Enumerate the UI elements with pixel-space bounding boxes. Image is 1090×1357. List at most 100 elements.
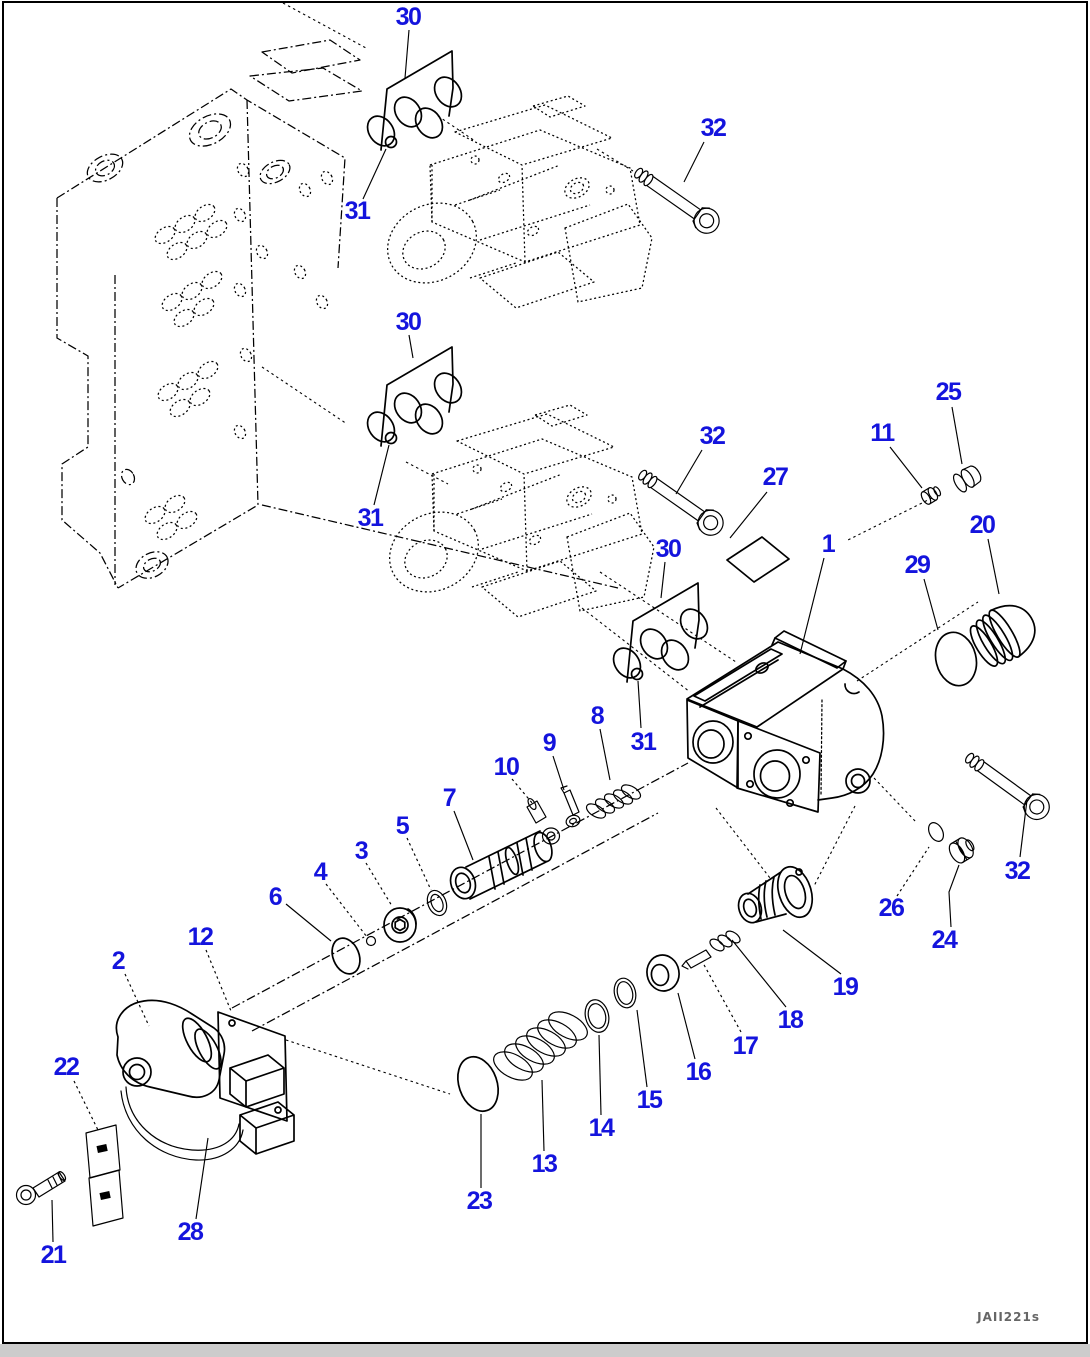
o-ring-29 — [934, 631, 978, 687]
leader-line-2-23 — [124, 973, 150, 1027]
manifold-port-cluster — [144, 162, 334, 541]
leader-line-26-35 — [896, 846, 930, 897]
callout-27-6: 27 — [763, 463, 788, 491]
leader-line-28-26 — [195, 1137, 209, 1220]
fitting-11 — [920, 486, 942, 505]
shim-plates-22 — [85, 1124, 124, 1227]
leader-line-29-10 — [923, 578, 939, 631]
leader-line-31-13 — [637, 680, 642, 729]
callout-5-18: 5 — [396, 812, 410, 840]
leader-line-30-3 — [408, 334, 414, 359]
o-ring-26 — [927, 822, 945, 842]
plug-20 — [969, 604, 1036, 667]
plug-24 — [948, 837, 975, 864]
o-ring-6 — [331, 937, 361, 975]
callout-13-28: 13 — [532, 1150, 557, 1178]
callout-21-25: 21 — [41, 1241, 67, 1269]
callout-4-20: 4 — [314, 858, 328, 886]
leader-line-13-28 — [541, 1079, 545, 1152]
callout-25-8: 25 — [936, 378, 962, 406]
leader-line-6-21 — [285, 903, 332, 942]
callout-9-15: 9 — [543, 729, 556, 757]
callout-24-36: 24 — [932, 926, 958, 954]
leader-line-32-5 — [675, 449, 703, 495]
callout-17-32: 17 — [733, 1032, 758, 1060]
ring-15 — [613, 977, 637, 1009]
callout-32-5: 32 — [700, 422, 725, 450]
callout-15-30: 15 — [637, 1086, 663, 1114]
pin-17 — [681, 949, 712, 970]
leader-line-3-19 — [365, 862, 393, 907]
leader-lines — [51, 29, 1028, 1243]
leader-line-32-37 — [1019, 799, 1028, 858]
retainer-16 — [646, 954, 680, 992]
ball-4 — [365, 935, 377, 947]
callout-19-34: 19 — [833, 973, 858, 1001]
seal-5 — [426, 889, 448, 917]
leader-line-14-29 — [598, 1034, 602, 1116]
callout-31-13: 31 — [631, 728, 657, 756]
solenoid-assembly — [115, 999, 295, 1161]
cap-25 — [952, 465, 982, 493]
drawing-code-watermark: JAII221s — [976, 1310, 1040, 1324]
callout-31-4: 31 — [358, 504, 384, 532]
rod-10 — [526, 797, 561, 845]
leader-line-7-17 — [453, 810, 474, 861]
leader-line-19-34 — [782, 929, 842, 975]
callout-22-24: 22 — [54, 1053, 79, 1081]
callout-1-11: 1 — [822, 530, 836, 558]
footer-bar — [0, 1344, 1090, 1357]
leader-line-18-33 — [731, 939, 787, 1008]
callout-23-27: 23 — [467, 1187, 492, 1215]
callout-26-35: 26 — [879, 894, 904, 922]
leader-line-31-1 — [362, 148, 387, 200]
spring-18 — [709, 930, 741, 952]
valve-body-1 — [686, 630, 885, 813]
leader-line-8-14 — [599, 728, 611, 781]
callout-28-26: 28 — [178, 1218, 204, 1246]
callout-12-22: 12 — [188, 923, 213, 951]
callout-6-21: 6 — [269, 883, 282, 911]
callout-11-7: 11 — [870, 419, 895, 447]
cartridge-19 — [737, 865, 814, 924]
leader-line-5-18 — [406, 837, 432, 891]
spring-13 — [493, 1011, 588, 1081]
plate-27 — [726, 536, 790, 583]
callout-10-16: 10 — [494, 753, 519, 781]
leader-line-30-0 — [404, 29, 410, 79]
leader-line-32-2 — [683, 141, 705, 183]
leader-line-21-25 — [51, 1199, 54, 1243]
callout-30-12: 30 — [656, 535, 681, 563]
callout-8-14: 8 — [591, 702, 605, 730]
leader-line-27-6 — [729, 491, 768, 539]
ring-14 — [584, 999, 610, 1033]
spring-8 — [585, 784, 642, 819]
callout-7-17: 7 — [443, 784, 456, 812]
leader-line-17-32 — [702, 962, 742, 1033]
callout-18-33: 18 — [778, 1006, 804, 1034]
manifold-block — [56, 39, 363, 589]
pin-9 — [560, 785, 581, 828]
callout-20-9: 20 — [970, 511, 995, 539]
leader-line-25-8 — [951, 406, 963, 465]
callout-14-29: 14 — [589, 1114, 615, 1142]
callout-3-19: 3 — [355, 837, 368, 865]
callout-30-0: 30 — [396, 3, 421, 31]
leader-line-20-9 — [987, 538, 1000, 595]
callout-32-2: 32 — [701, 114, 726, 142]
spool-7 — [449, 830, 553, 900]
callout-31-1: 31 — [345, 197, 371, 225]
projection-lines — [231, 2, 979, 1095]
callout-16-31: 16 — [686, 1058, 711, 1086]
leader-line-9-15 — [552, 755, 565, 791]
callout-29-10: 29 — [905, 551, 930, 579]
bracket-plate-28 — [217, 1011, 288, 1122]
leader-line-1-11 — [799, 557, 825, 655]
leader-line-24-36 — [948, 864, 960, 928]
callout-labels: 3031323031322711252029130318910753461222… — [41, 3, 1032, 1269]
leader-line-15-30 — [636, 1009, 648, 1088]
